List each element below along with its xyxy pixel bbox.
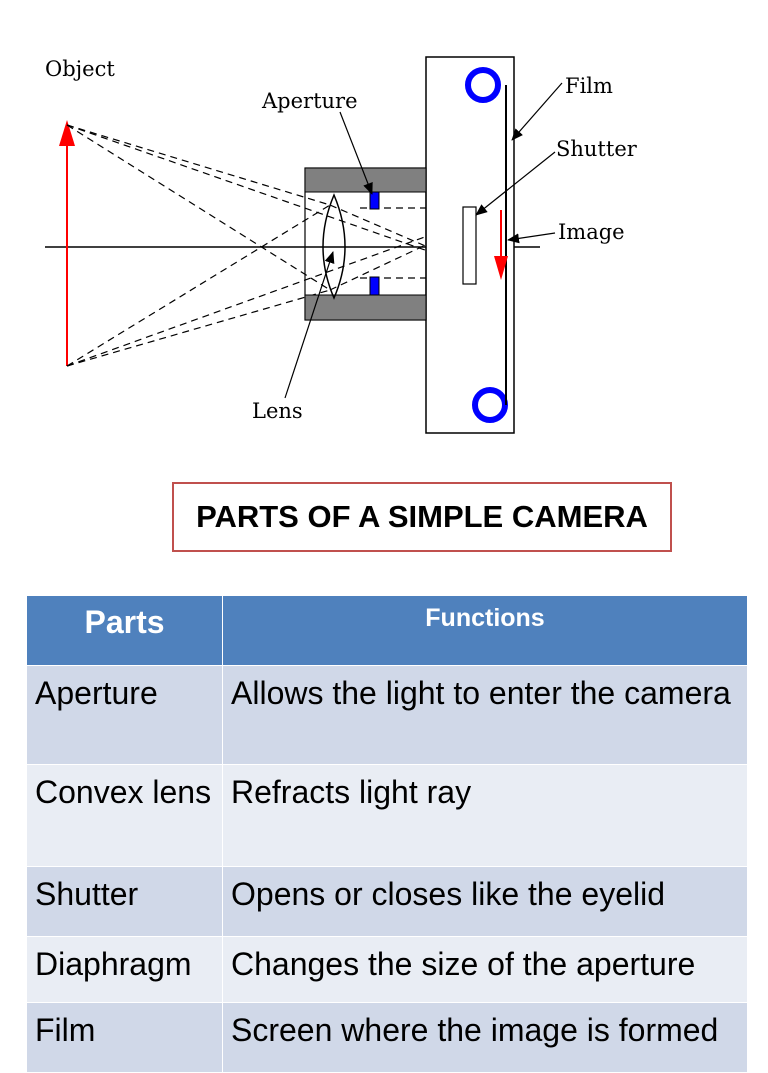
label-shutter: Shutter	[556, 137, 638, 161]
label-pointers	[284, 82, 563, 399]
part-cell: Diaphragm	[26, 936, 223, 1003]
table-row: Diaphragm Changes the size of the apertu…	[26, 936, 748, 1003]
function-cell: Allows the light to enter the camera	[222, 665, 748, 765]
table-row: Shutter Opens or closes like the eyelid	[26, 866, 748, 937]
function-cell: Screen where the image is formed	[222, 1002, 748, 1073]
part-cell: Shutter	[26, 866, 223, 937]
label-lens: Lens	[252, 399, 303, 423]
convex-lens-shape	[322, 193, 346, 300]
part-cell: Film	[26, 1002, 223, 1073]
function-cell: Changes the size of the aperture	[222, 936, 748, 1003]
film-reel-top	[465, 67, 501, 103]
header-parts: Parts	[26, 595, 223, 666]
function-cell: Refracts light ray	[222, 764, 748, 867]
part-cell: Convex lens	[26, 764, 223, 867]
header-functions: Functions	[222, 595, 748, 666]
parts-table: Parts Functions Aperture Allows the ligh…	[26, 595, 748, 1073]
table-row: Convex lens Refracts light ray	[26, 764, 748, 867]
part-cell: Aperture	[26, 665, 223, 765]
function-cell: Opens or closes like the eyelid	[222, 866, 748, 937]
lens-barrel-bottom	[304, 294, 427, 321]
title-box: PARTS OF A SIMPLE CAMERA	[172, 482, 672, 552]
table-header-row: Parts Functions	[26, 595, 748, 666]
label-aperture: Aperture	[261, 89, 358, 113]
aperture-blade-bottom	[369, 276, 380, 296]
page-title: PARTS OF A SIMPLE CAMERA	[196, 499, 648, 534]
camera-diagram: Object Aperture Film Shutter Image Lens	[45, 56, 638, 434]
label-object: Object	[45, 57, 115, 81]
lens-barrel-top	[304, 167, 427, 193]
table-row: Film Screen where the image is formed	[26, 1002, 748, 1073]
table-row: Aperture Allows the light to enter the c…	[26, 665, 748, 765]
shutter-plate	[462, 206, 477, 285]
film-reel-bottom	[472, 387, 508, 423]
aperture-blade-top	[369, 191, 380, 210]
label-image: Image	[558, 220, 625, 244]
image-arrowhead	[494, 256, 508, 280]
object-arrowhead	[59, 120, 75, 146]
label-film: Film	[565, 74, 613, 98]
